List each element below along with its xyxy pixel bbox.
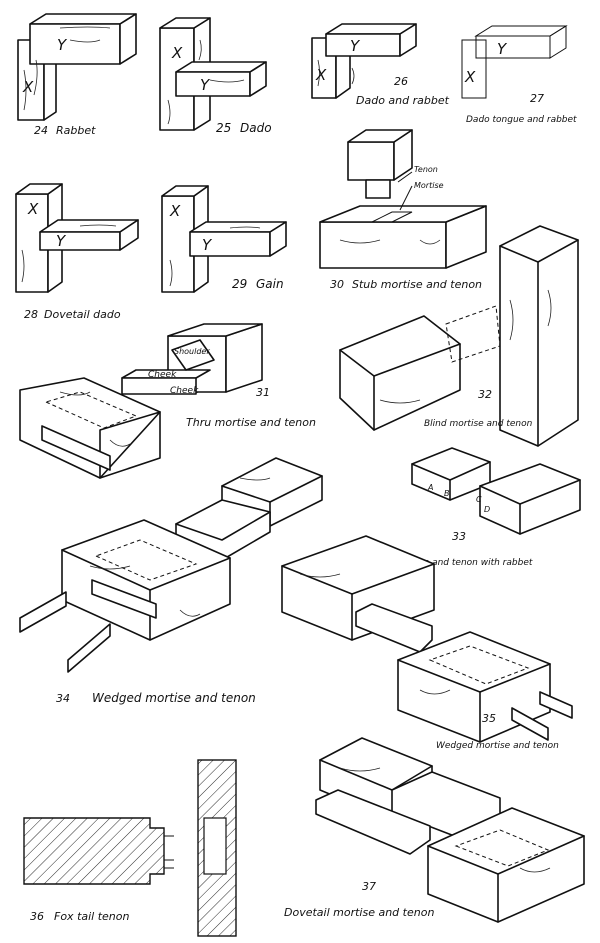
fig32-num: 32 [478, 388, 492, 401]
fig28-caption: Dovetail dado [44, 308, 121, 321]
fig30-caption: Stub mortise and tenon [352, 278, 482, 291]
label-c: C [476, 495, 482, 504]
fig26-num: 26 [394, 75, 408, 88]
figure-27-dado-tongue-and-rabbet: Y X 27 Dado tongue and rabbet [461, 25, 577, 125]
label-cheek-2: Cheek [170, 386, 199, 396]
label-y: Y [202, 236, 213, 254]
label-y: Y [57, 36, 68, 54]
fig26-caption: Dado and rabbet [356, 94, 450, 107]
label-y: Y [56, 232, 67, 250]
fig33-caption: Mortise and tenon with rabbet [396, 558, 533, 568]
label-cheek-1: Cheek [148, 370, 177, 380]
fig25-num: 25 [216, 121, 231, 135]
figure-34-wedged-mortise-and-tenon: 34 Wedged mortise and tenon [19, 457, 323, 705]
label-b: B [444, 489, 450, 498]
figure-30-stub-mortise-and-tenon: Tenon Mortise 30 Stub mortise and tenon [319, 129, 487, 291]
label-y: Y [350, 37, 361, 55]
label-shoulder: Shoulder [174, 347, 210, 356]
fig27-caption: Dado tongue and rabbet [466, 115, 577, 125]
fig24-num: 24 [34, 124, 48, 137]
fig29-num: 29 [232, 277, 247, 291]
label-x: X [27, 200, 39, 218]
fig34-num: 34 [56, 692, 70, 705]
fig37-caption: Dovetail mortise and tenon [284, 906, 434, 919]
fig32-caption: Blind mortise and tenon [424, 419, 533, 429]
figure-33-mortise-and-tenon-with-rabbet: A B C D 33 Mortise and tenon with rabbet [396, 447, 581, 568]
fig31-num: 31 [256, 386, 270, 399]
label-x: X [315, 66, 327, 84]
fig30-num: 30 [330, 278, 344, 291]
figure-32-blind-mortise-and-tenon: 32 Blind mortise and tenon [339, 225, 579, 447]
fig34-caption: Wedged mortise and tenon [92, 691, 256, 705]
figure-35-wedged-mortise-and-tenon: 35 Wedged mortise and tenon [281, 535, 573, 751]
figure-28-dovetail-dado: X Y 28 Dovetail dado [15, 183, 139, 321]
label-d: D [484, 505, 490, 514]
label-x: X [22, 78, 34, 96]
fig28-num: 28 [24, 308, 38, 321]
fig36-caption: Fox tail tenon [54, 910, 130, 923]
figure-36-fox-tail-tenon: 36 Fox tail tenon [23, 759, 237, 937]
fig31-caption: Thru mortise and tenon [186, 416, 316, 429]
label-y: Y [497, 40, 508, 58]
figure-31-thru-mortise-and-tenon: Shoulder Cheek Cheek 31 Thru mortise and… [19, 323, 316, 479]
fig33-num: 33 [452, 530, 466, 543]
fig35-caption: Wedged mortise and tenon [436, 741, 559, 751]
fig37-num: 37 [362, 880, 376, 893]
label-y: Y [200, 76, 211, 94]
fig27-num: 27 [530, 92, 544, 105]
fig36-num: 36 [30, 910, 44, 923]
figure-37-dovetail-mortise-and-tenon: 37 Dovetail mortise and tenon [284, 737, 585, 923]
label-x: X [464, 68, 476, 86]
label-a: A [427, 483, 433, 492]
label-x: X [169, 202, 181, 220]
fig35-num: 35 [482, 712, 496, 725]
label-tenon: Tenon [414, 165, 438, 174]
figure-26-dado-and-rabbet: Y X 26 Dado and rabbet [311, 23, 450, 107]
figure-29-gain: X Y 29 Gain [161, 185, 287, 293]
fig25-caption: Dado [240, 121, 272, 135]
label-mortise: Mortise [414, 181, 444, 190]
figure-25-dado: X Y 25 Dado [159, 17, 272, 135]
figure-24-rabbet: Y X 24 Rabbet [17, 13, 137, 137]
fig24-caption: Rabbet [56, 124, 96, 137]
fig29-caption: Gain [256, 277, 284, 291]
label-x: X [171, 44, 183, 62]
